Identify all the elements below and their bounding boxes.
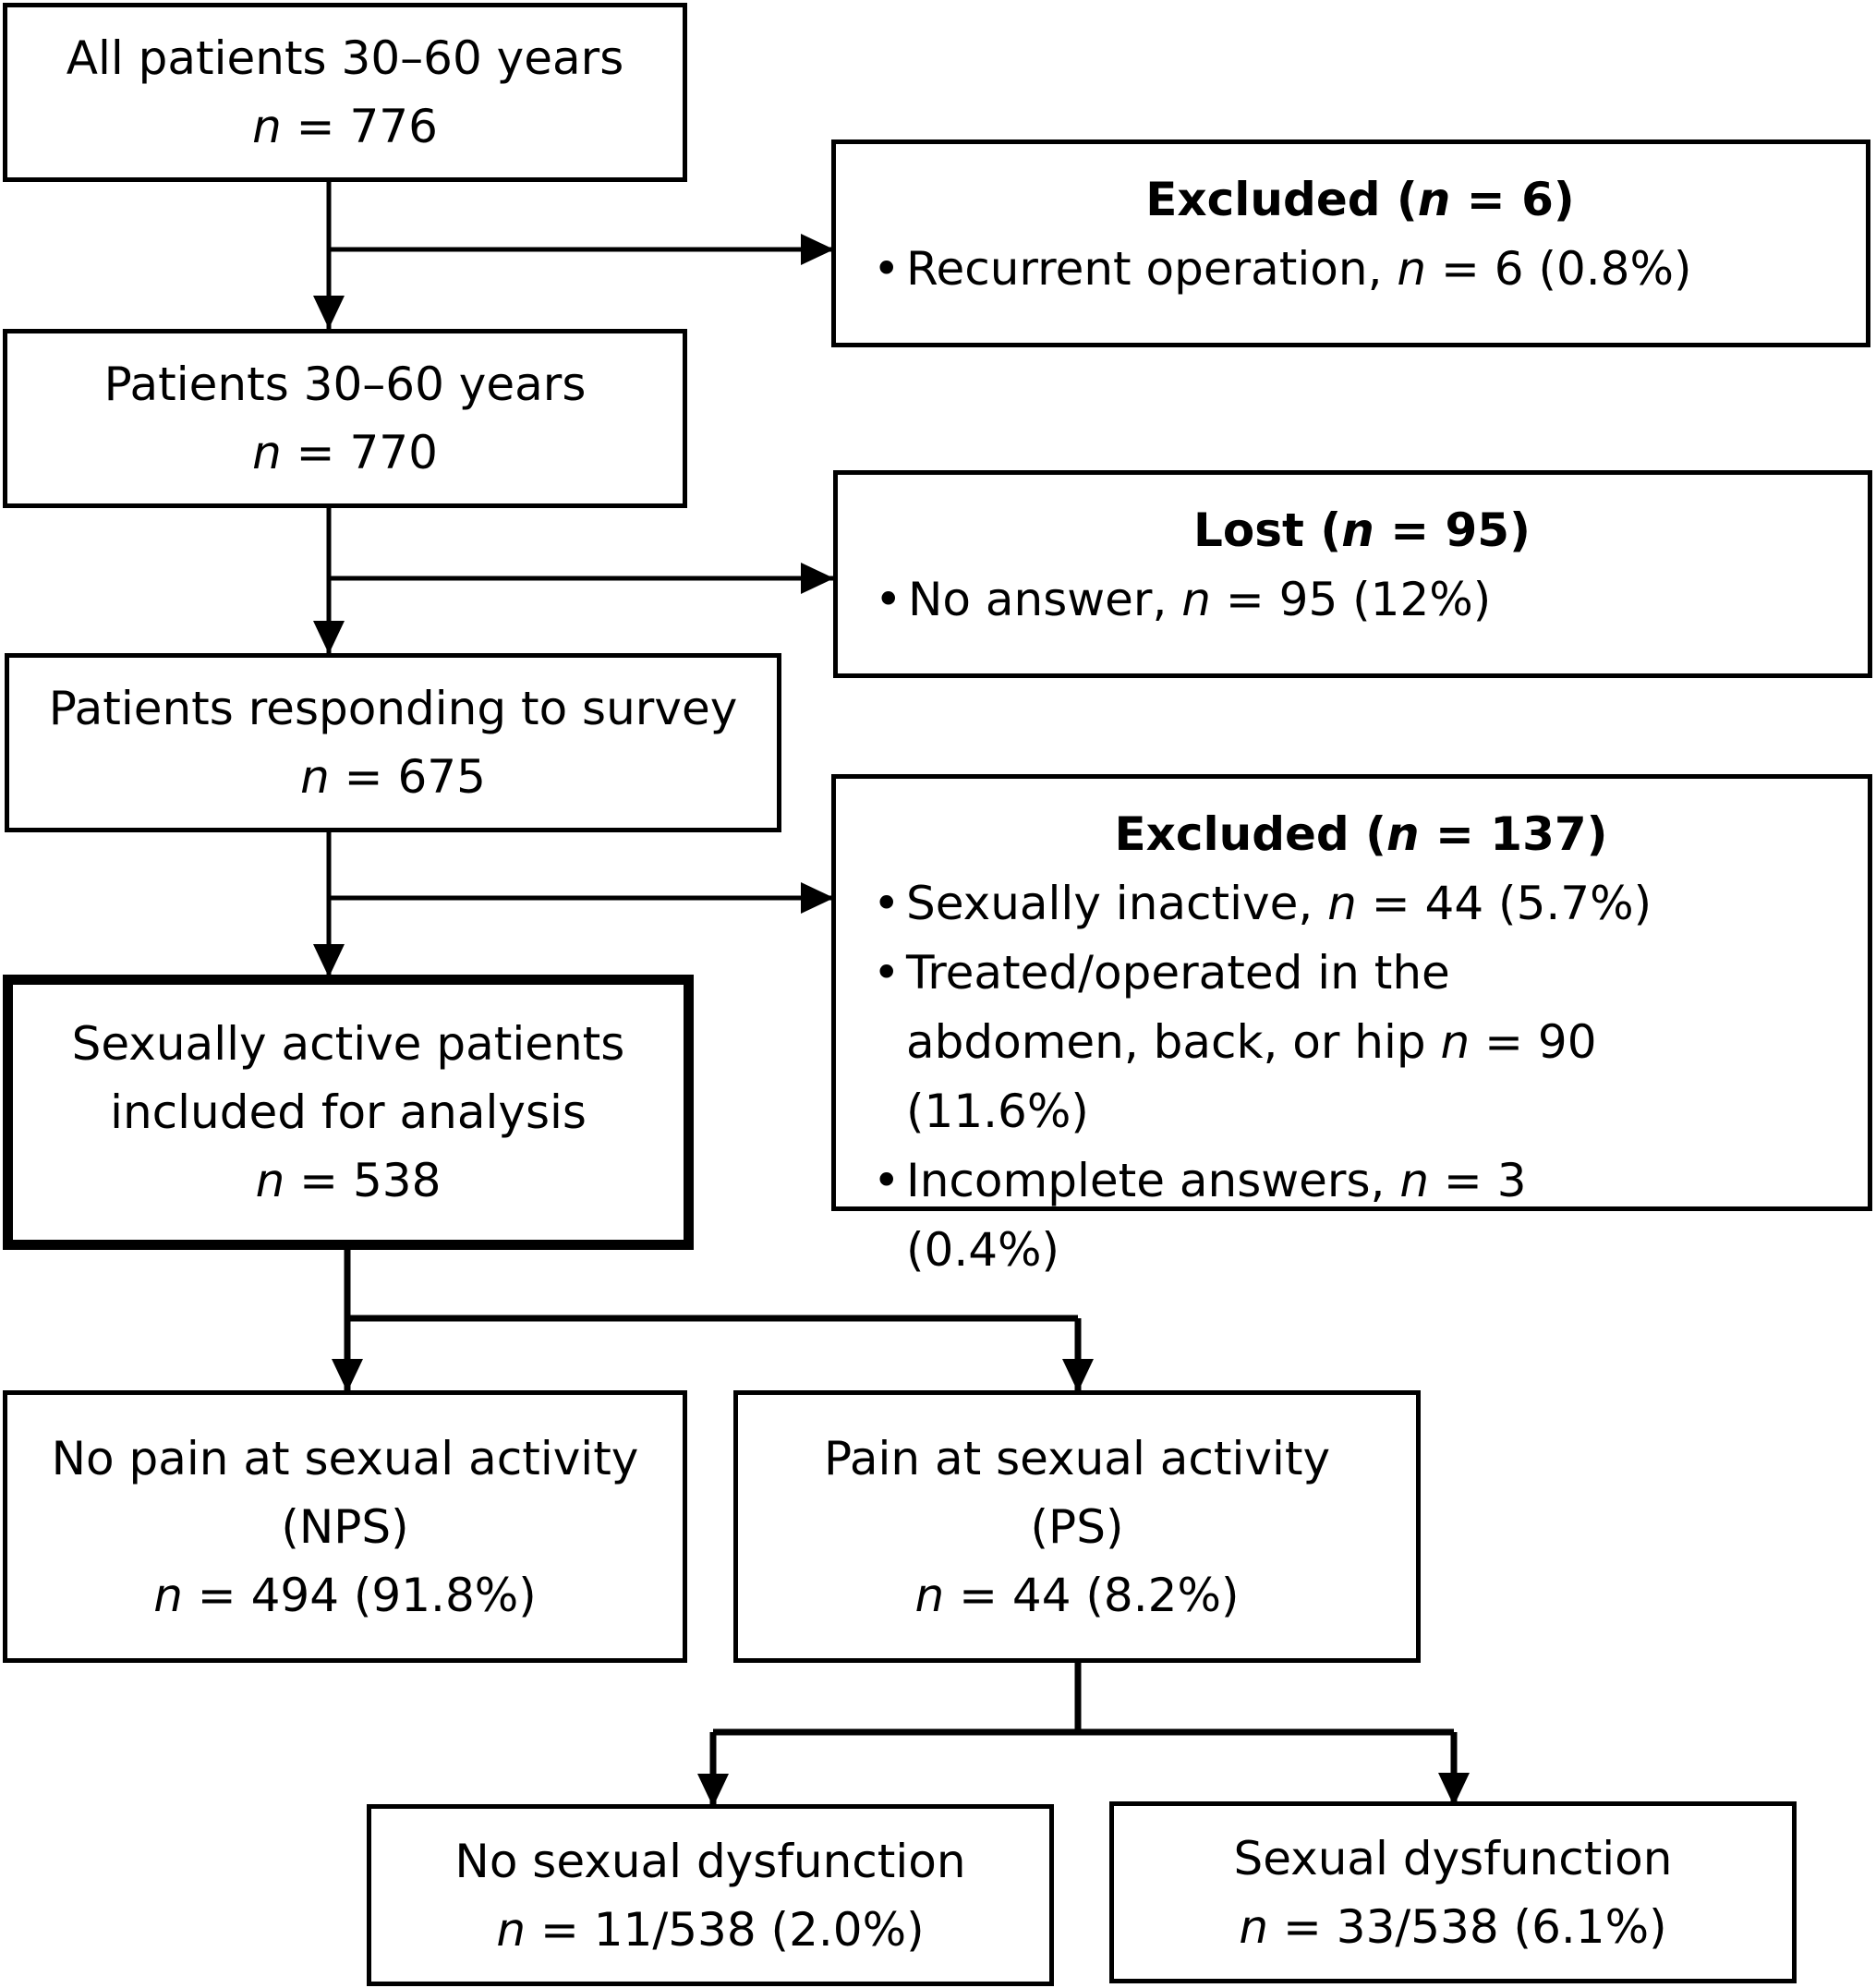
excluded1-list: Recurrent operation, n = 6 (0.8%) bbox=[873, 235, 1847, 304]
box-pain-line1: Pain at sexual activity bbox=[823, 1431, 1331, 1485]
box-no-pain-line1: No pain at sexual activity bbox=[51, 1431, 639, 1485]
box-no-pain-line2: (NPS) bbox=[281, 1499, 409, 1554]
excluded2-item-treated: Treated/operated in the abdomen, back, o… bbox=[873, 939, 1692, 1146]
lost-heading: Lost (n = 95) bbox=[1193, 503, 1531, 557]
box-responding-patients: Patients responding to survey n = 675 bbox=[5, 653, 781, 832]
excluded1-heading: Excluded (n = 6) bbox=[1145, 173, 1575, 226]
box-included-line2: included for analysis bbox=[110, 1085, 587, 1139]
box-no-pain-count: n = 494 (91.8%) bbox=[153, 1568, 537, 1622]
box-included-line1: Sexually active patients bbox=[71, 1017, 625, 1071]
box-no-dysfunction: No sexual dysfunction n = 11/538 (2.0%) bbox=[367, 1804, 1054, 1986]
box-dysfunction-title: Sexual dysfunction bbox=[1233, 1831, 1673, 1885]
box-no-dysfunction-title: No sexual dysfunction bbox=[454, 1834, 966, 1888]
box-all-patients-count: n = 776 bbox=[252, 100, 438, 153]
box-lost: Lost (n = 95) No answer, n = 95 (12%) bbox=[833, 470, 1872, 678]
split-line-ps bbox=[1074, 1660, 1454, 1736]
box-responding-count: n = 675 bbox=[300, 750, 486, 804]
box-excluded-inactive: Excluded (n = 137) Sexually inactive, n … bbox=[831, 774, 1872, 1277]
box-pain: Pain at sexual activity (PS) n = 44 (8.2… bbox=[733, 1390, 1421, 1663]
box-eligible-count: n = 770 bbox=[252, 426, 438, 479]
box-all-patients-title: All patients 30–60 years bbox=[66, 31, 624, 85]
box-no-dysfunction-count: n = 11/538 (2.0%) bbox=[496, 1902, 925, 1957]
excluded2-item-inactive: Sexually inactive, n = 44 (5.7%) bbox=[873, 869, 1692, 939]
box-dysfunction-count: n = 33/538 (6.1%) bbox=[1239, 1899, 1667, 1954]
box-excluded-recurrent: Excluded (n = 6) Recurrent operation, n … bbox=[831, 139, 1870, 347]
excluded2-heading: Excluded (n = 137) bbox=[1114, 807, 1608, 861]
box-all-patients: All patients 30–60 years n = 776 bbox=[3, 3, 687, 182]
box-pain-line2: (PS) bbox=[1030, 1499, 1124, 1554]
box-responding-title: Patients responding to survey bbox=[48, 682, 738, 735]
box-included-patients: Sexually active patients included for an… bbox=[3, 975, 694, 1250]
excluded2-list: Sexually inactive, n = 44 (5.7%) Treated… bbox=[873, 869, 1692, 1285]
box-eligible-patients: Patients 30–60 years n = 770 bbox=[3, 329, 687, 508]
box-included-count: n = 538 bbox=[255, 1154, 442, 1207]
lost-list: No answer, n = 95 (12%) bbox=[875, 565, 1849, 635]
box-pain-count: n = 44 (8.2%) bbox=[914, 1568, 1240, 1622]
excluded1-item: Recurrent operation, n = 6 (0.8%) bbox=[873, 235, 1847, 304]
box-eligible-title: Patients 30–60 years bbox=[103, 358, 587, 411]
box-no-pain: No pain at sexual activity (NPS) n = 494… bbox=[3, 1390, 687, 1663]
box-dysfunction: Sexual dysfunction n = 33/538 (6.1%) bbox=[1109, 1801, 1797, 1983]
excluded2-item-incomplete: Incomplete answers, n = 3 (0.4%) bbox=[873, 1146, 1692, 1285]
lost-item: No answer, n = 95 (12%) bbox=[875, 565, 1849, 635]
